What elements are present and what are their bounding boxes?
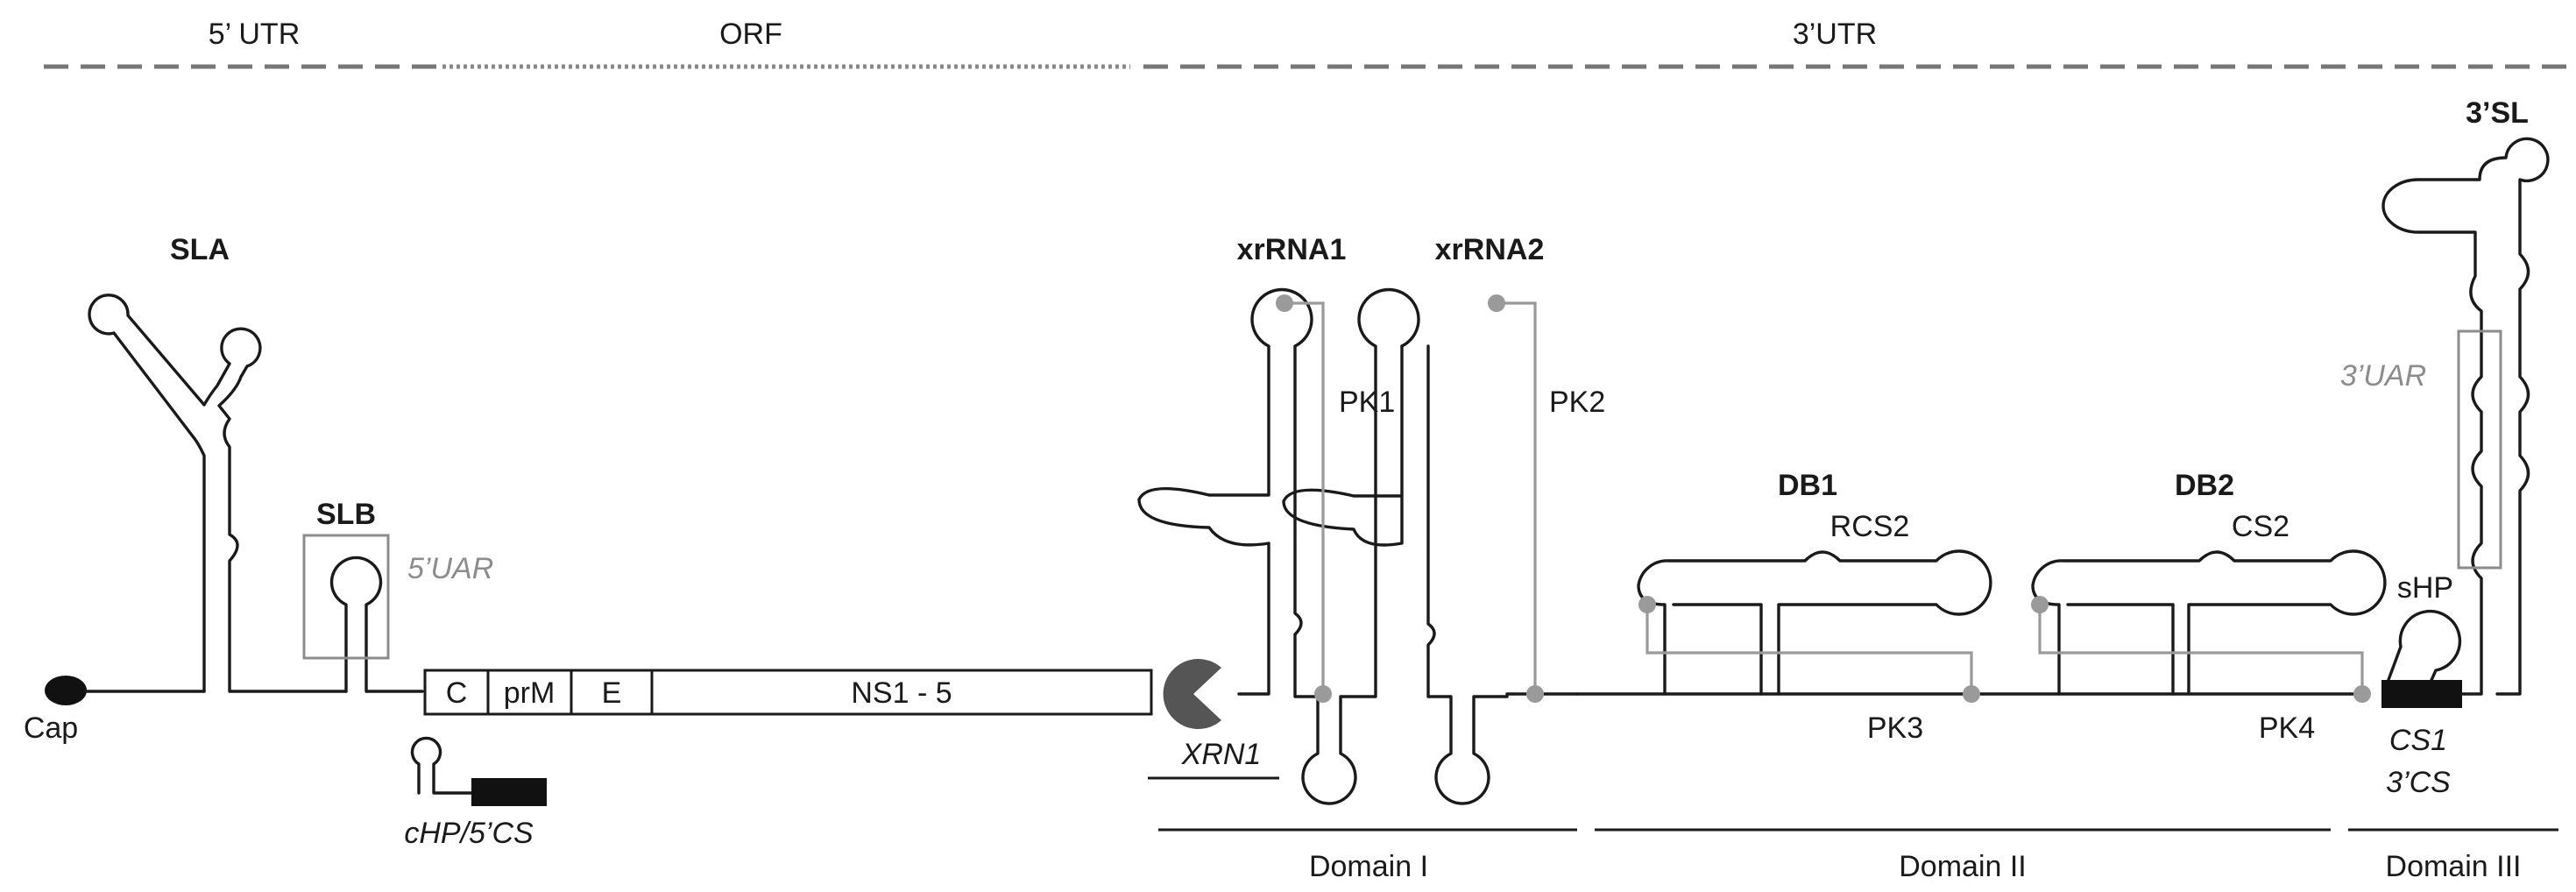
pk2-label: PK2	[1549, 386, 1605, 419]
domain3-structures: sHP CS1 3’CS 3’UAR 3’SL	[2340, 96, 2550, 799]
pk1-dot-top	[1276, 294, 1293, 312]
db1-label: DB1	[1778, 469, 1837, 502]
domain2-label: Domain II	[1899, 850, 2027, 883]
chp-hairpin	[410, 736, 473, 795]
cs3-label: 3’CS	[2386, 766, 2451, 799]
pk3-dot-right	[1963, 685, 1980, 703]
domain-ruler: Domain I Domain II Domain III	[1158, 828, 2558, 883]
db2-structure	[2031, 549, 2387, 696]
cs5-box	[471, 778, 547, 806]
five-prime-end: Cap SLA SLB 5’UAR cHP/5’CS	[24, 233, 547, 850]
sla-label: SLA	[170, 233, 230, 266]
sla-structure	[88, 294, 348, 693]
cs1-label: CS1	[2389, 724, 2447, 757]
region-header: 5’ UTR ORF 3’UTR	[44, 18, 2567, 69]
slb-structure	[329, 556, 424, 693]
orf-gene-boxes: C prM E NS1 - 5	[423, 669, 1153, 716]
db2-label: DB2	[2175, 469, 2234, 502]
gene-c-label: C	[446, 676, 468, 710]
xrrna-structures: xrRNA1 xrRNA2 PK1 PK2	[1137, 233, 1605, 805]
cap-icon	[45, 676, 87, 705]
gene-ns-box	[650, 669, 1153, 716]
pk3-dot-left	[1638, 596, 1656, 613]
uar5-box	[302, 534, 390, 660]
pk2-dot-bottom	[1526, 685, 1544, 703]
cs2-label: CS2	[2232, 510, 2289, 543]
sl3-label: 3’SL	[2466, 96, 2529, 130]
region-3utr-label: 3’UTR	[1793, 18, 1877, 51]
xrrna1-label: xrRNA1	[1237, 233, 1347, 266]
pk1-dot-bottom	[1314, 685, 1332, 703]
xrn1-label: XRN1	[1181, 738, 1262, 771]
shp-hairpin	[2381, 609, 2462, 696]
pk3-line	[1645, 605, 1973, 694]
xrrna1-structure	[1137, 287, 1420, 805]
region-5utr-label: 5’ UTR	[209, 18, 301, 51]
pk4-line	[2038, 605, 2364, 694]
slb-label: SLB	[316, 498, 376, 531]
cap-label: Cap	[24, 711, 78, 745]
gene-prm-box	[486, 669, 573, 716]
xrn1-pacman-icon	[1163, 659, 1221, 729]
domain1-label: Domain I	[1309, 850, 1428, 883]
uar3-box	[2457, 329, 2502, 570]
pk3-label: PK3	[1867, 711, 1923, 745]
xrrna2-structure	[1282, 344, 1579, 805]
rcs2-label: RCS2	[1830, 510, 1910, 543]
xrrna2-label: xrRNA2	[1435, 233, 1545, 266]
gene-e-label: E	[602, 676, 622, 710]
gene-prm-label: prM	[504, 676, 556, 710]
pk2-line	[1497, 301, 1537, 694]
domain3-label: Domain III	[2386, 850, 2522, 883]
gene-ns-label: NS1 - 5	[851, 676, 952, 710]
pk2-dot-top	[1488, 294, 1505, 312]
pk4-dot-right	[2353, 685, 2371, 703]
uar3-label: 3’UAR	[2340, 359, 2426, 393]
dumbbell-structures: DB1 RCS2 DB2 CS2 PK3 PK4	[1575, 469, 2387, 745]
pk4-label: PK4	[2259, 711, 2315, 745]
pk1-label: PK1	[1339, 386, 1395, 419]
shp-label: sHP	[2397, 571, 2453, 605]
cs1-box	[2381, 680, 2462, 708]
xrn1-group: XRN1	[1148, 659, 1279, 780]
sl3-structure	[2381, 137, 2550, 696]
pk1-line	[1284, 301, 1325, 694]
uar5-label: 5’UAR	[407, 552, 493, 585]
pk4-dot-left	[2031, 596, 2049, 613]
db1-structure	[1637, 549, 1992, 696]
chp-label: cHP/5’CS	[404, 817, 534, 850]
region-orf-label: ORF	[719, 18, 782, 51]
